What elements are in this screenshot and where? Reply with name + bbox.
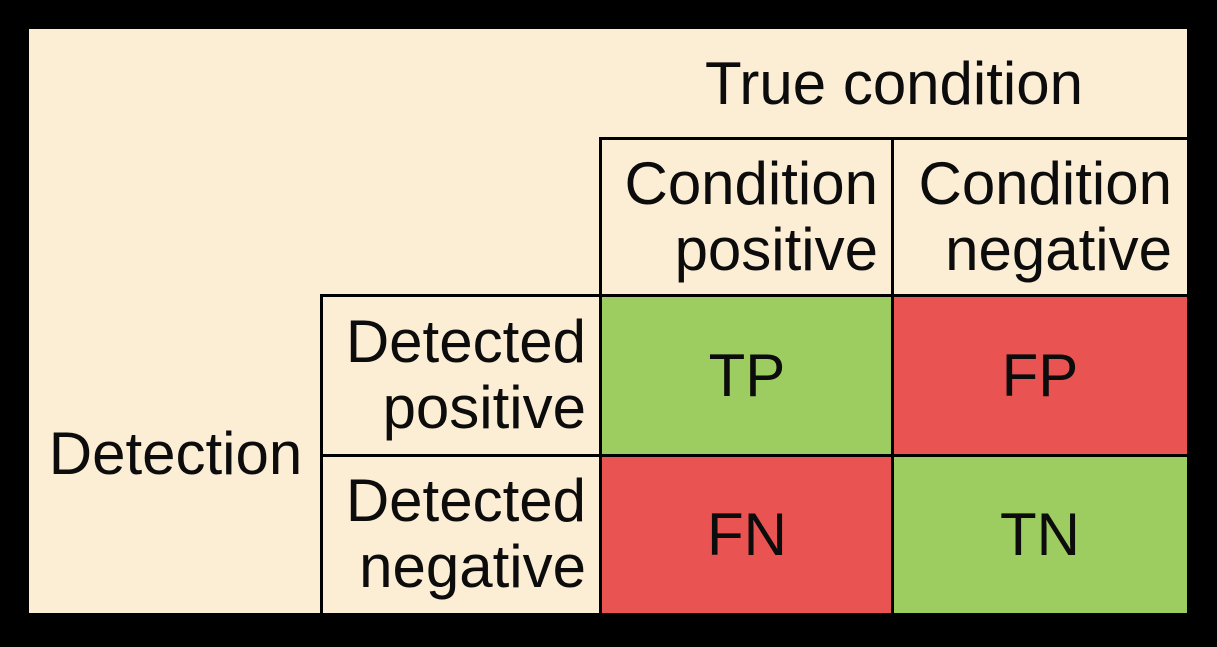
cell-false-negative: FN bbox=[601, 455, 893, 613]
true-condition-label: True condition bbox=[705, 49, 1083, 117]
grid-line bbox=[320, 454, 1187, 457]
cell-true-negative: TN bbox=[893, 455, 1187, 613]
detection-label: Detection bbox=[48, 420, 303, 487]
cell-true-positive: TP bbox=[601, 295, 893, 455]
column-header-condition-negative: Condition negative bbox=[918, 149, 1172, 283]
grid-line bbox=[599, 137, 602, 613]
cell-label: TP bbox=[708, 341, 786, 409]
row-header-detected-negative: Detected negative bbox=[345, 467, 586, 600]
column-header-condition-positive: Condition positive bbox=[624, 149, 878, 283]
grid-line bbox=[320, 294, 1187, 297]
grid-line bbox=[891, 137, 894, 613]
row-header-detected-positive: Detected positive bbox=[345, 308, 586, 441]
matrix-panel: TP FP FN TN True condition Condition pos… bbox=[29, 29, 1187, 613]
grid-line bbox=[599, 137, 1187, 140]
grid-line bbox=[320, 294, 323, 613]
cell-label: FP bbox=[1001, 341, 1079, 409]
cell-label: FN bbox=[707, 500, 787, 568]
cell-label: TN bbox=[1000, 500, 1080, 568]
cell-false-positive: FP bbox=[893, 295, 1187, 455]
